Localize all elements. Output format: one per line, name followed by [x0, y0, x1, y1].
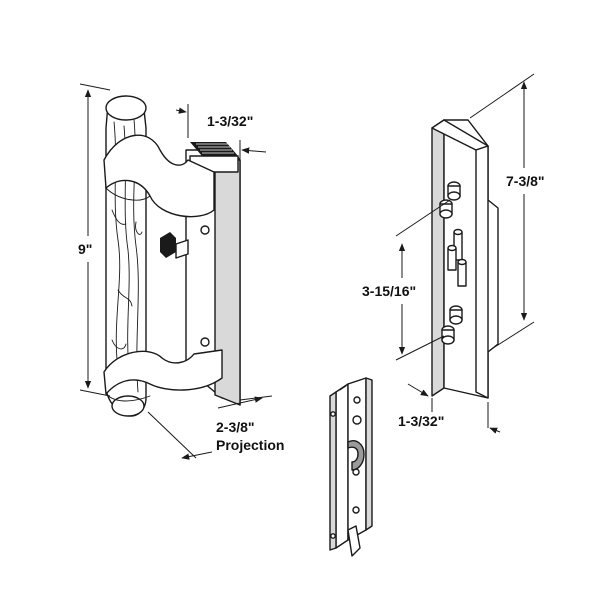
projection-dimension — [147, 395, 273, 460]
hole-spacing-dimension — [395, 199, 451, 361]
handle-height-label: 9" — [78, 241, 92, 257]
handle-width-dimension — [175, 104, 267, 160]
plate-width-dimension — [407, 383, 501, 434]
projection-value-label: 2-3/8" — [216, 419, 255, 435]
handle-height-dimension — [79, 83, 111, 397]
plate-width-label: 1-3/32" — [398, 413, 444, 429]
handle-upper-arm — [103, 134, 215, 218]
lock-tab-icon — [160, 232, 189, 259]
plate-height-dimension — [469, 73, 535, 351]
plate-height-label: 7-3/8" — [506, 173, 545, 189]
handle-width-label: 1-3/32" — [207, 113, 253, 129]
mortise-lock-icon — [329, 377, 373, 557]
door-handle-icon — [103, 95, 241, 417]
hole-spacing-label: 3-15/16" — [362, 283, 416, 299]
inside-plate-icon — [431, 119, 499, 399]
projection-word-label: Projection — [216, 437, 284, 453]
plate-posts — [439, 181, 467, 345]
handle-lower-arm — [103, 349, 223, 395]
